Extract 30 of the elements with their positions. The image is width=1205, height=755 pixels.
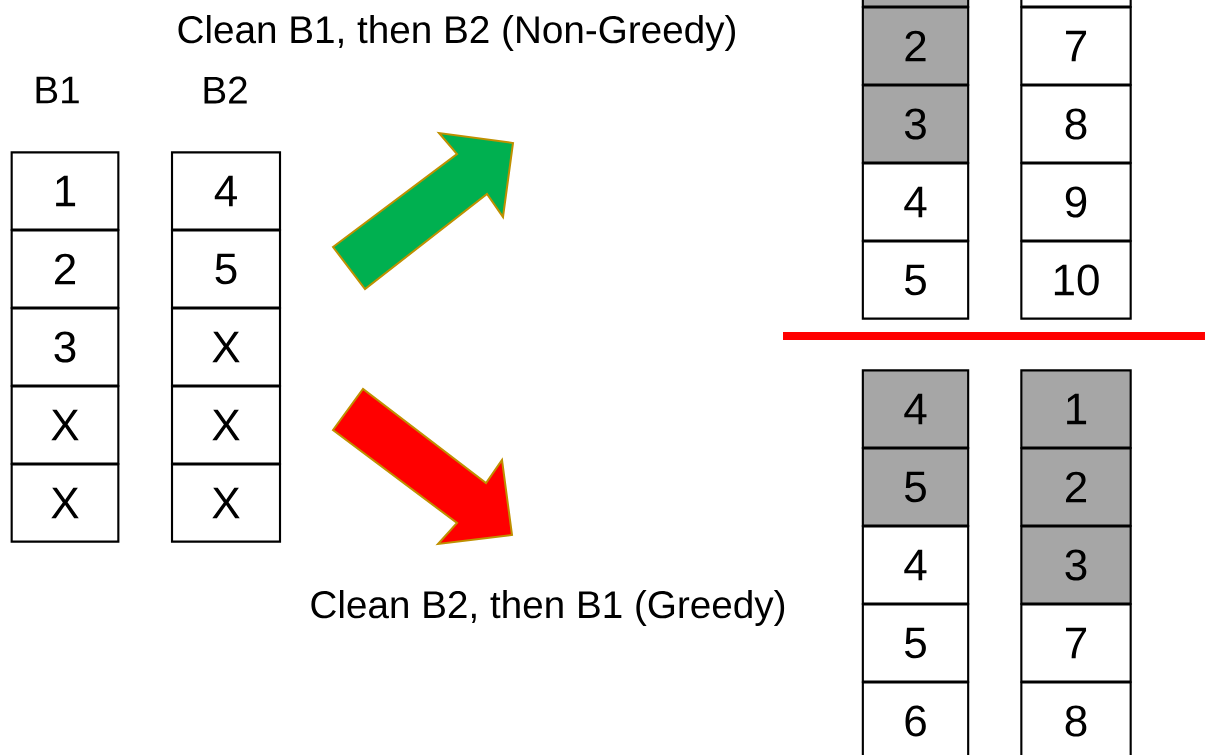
caption-text: Clean B2, then B1 (Greedy): [311, 589, 785, 626]
grid-cell: 5: [861, 603, 970, 683]
column-label: B1: [36, 76, 79, 104]
grid-cell: 2: [1020, 447, 1132, 527]
grid-cell: X: [170, 307, 282, 387]
grid-cell: 3: [1020, 525, 1132, 605]
grid-cell: 8: [1020, 681, 1132, 755]
grid-cell: 10: [1020, 240, 1132, 320]
grid-cell: 4: [861, 369, 970, 449]
grid-cell: 5: [170, 229, 282, 309]
grid-cell: 2: [10, 229, 120, 309]
grid-cell: X: [170, 463, 282, 543]
grid-cell: X: [10, 385, 120, 465]
grid-cell: 4: [170, 151, 282, 231]
grid-cell: 5: [861, 240, 970, 320]
grid-cell: 6: [861, 681, 970, 755]
grid-cell: 1: [1020, 369, 1132, 449]
grid-cell: 4: [861, 162, 970, 242]
grid-cell: 3: [861, 84, 970, 164]
grid-cell: X: [170, 385, 282, 465]
grid-cell: 8: [1020, 84, 1132, 164]
caption-text: Clean B1, then B2 (Non-Greedy): [178, 14, 735, 51]
grid-cell: X: [10, 463, 120, 543]
grid-cell: 4: [861, 525, 970, 605]
grid-cell: 5: [861, 447, 970, 527]
grid-cell: 1: [10, 151, 120, 231]
grid-cell: 3: [10, 307, 120, 387]
grid-cell: 7: [1020, 603, 1132, 683]
grid-cell: 9: [1020, 162, 1132, 242]
column-label: B2: [204, 76, 247, 104]
